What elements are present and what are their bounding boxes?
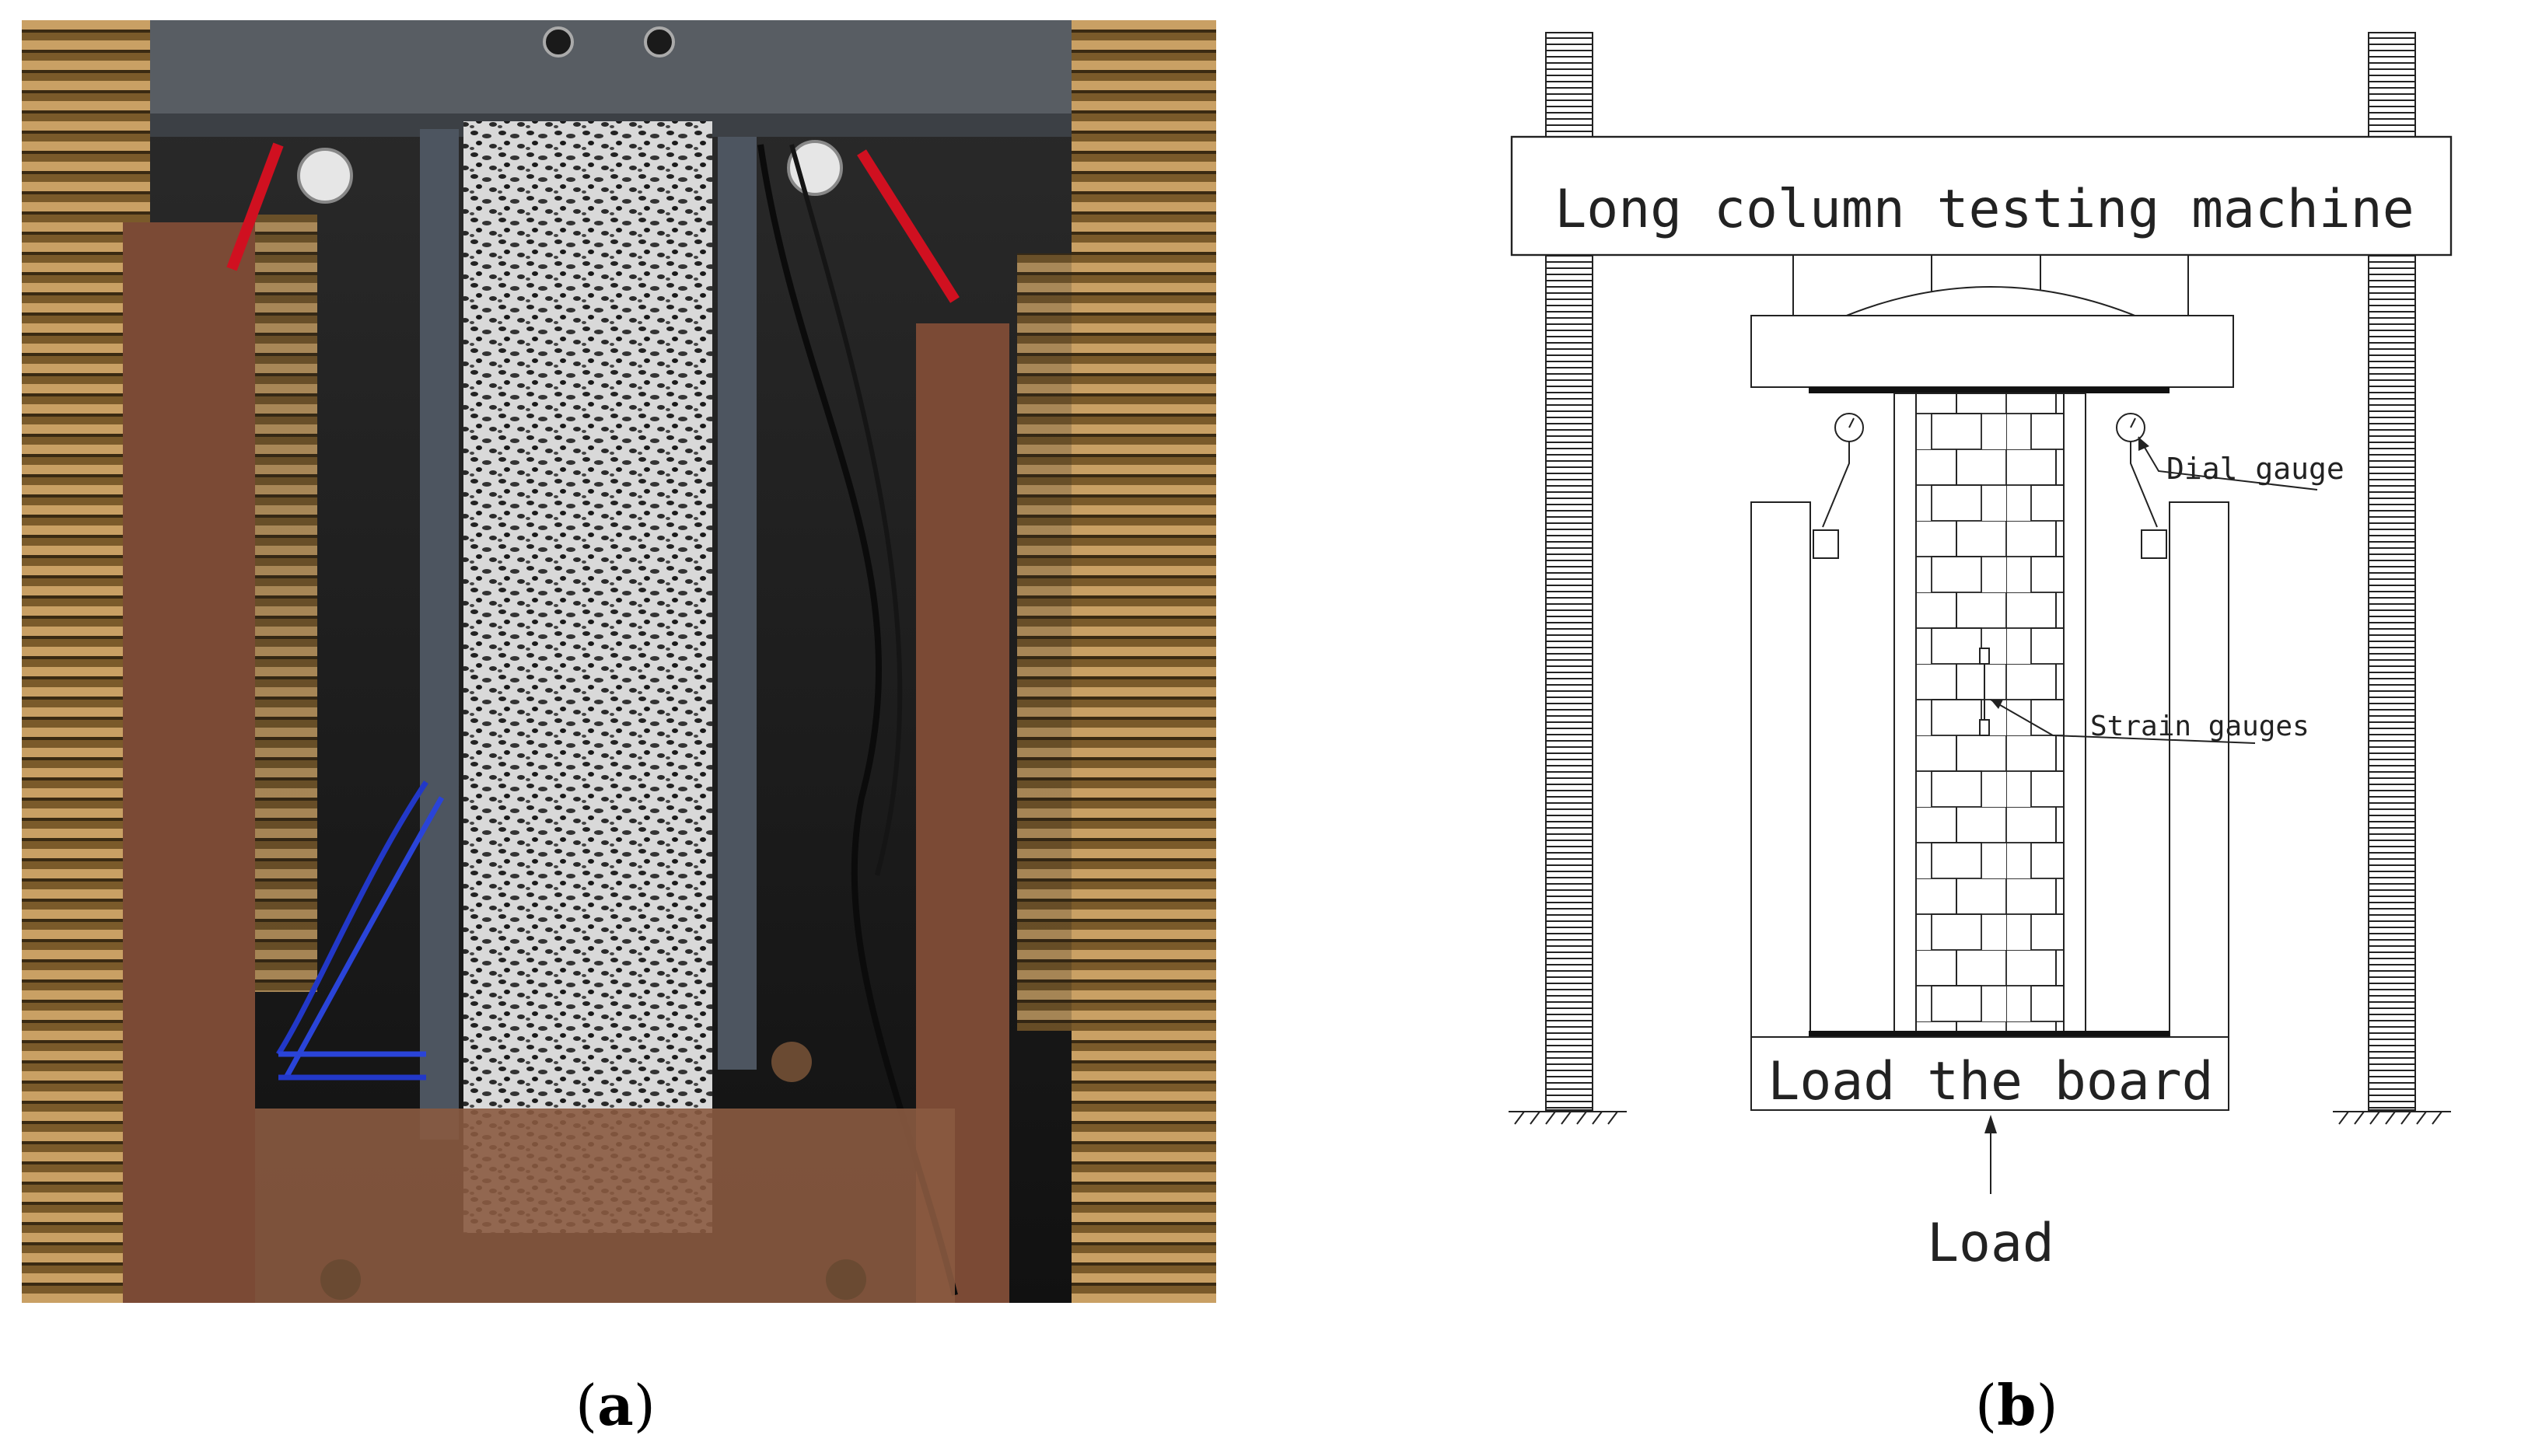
dial-gauge-left-icon	[1813, 413, 1864, 559]
load-board	[1750, 1036, 2229, 1111]
strain-gauge-icon	[1979, 648, 1990, 736]
ground-right	[2333, 1111, 2451, 1125]
test-setup-schematic: Long column testing machine	[1509, 32, 2453, 1274]
test-rig-photo	[22, 20, 1216, 1303]
dial-gauge-label: Dial gauge	[2166, 452, 2344, 486]
caption-a: (a)	[575, 1372, 656, 1438]
machine-crosshead	[1510, 135, 2453, 257]
load-label: Load	[1927, 1213, 2054, 1274]
load-arrow-icon	[1984, 1115, 1997, 1194]
machine-label: Long column testing machine	[1554, 179, 2414, 240]
schematic-panel-b: Long column testing machine	[1509, 20, 2512, 1318]
ground-left	[1509, 1111, 1627, 1125]
load-board-label: Load the board	[1768, 1051, 2213, 1112]
dial-gauge-right-icon	[2116, 413, 2167, 559]
photo-panel-a	[22, 20, 1216, 1303]
strain-gauges-label: Strain gauges	[2090, 711, 2309, 742]
caption-b: (b)	[1975, 1372, 2058, 1438]
top-loading-beam	[1750, 315, 2234, 388]
masonry-specimen	[1915, 393, 2065, 1035]
